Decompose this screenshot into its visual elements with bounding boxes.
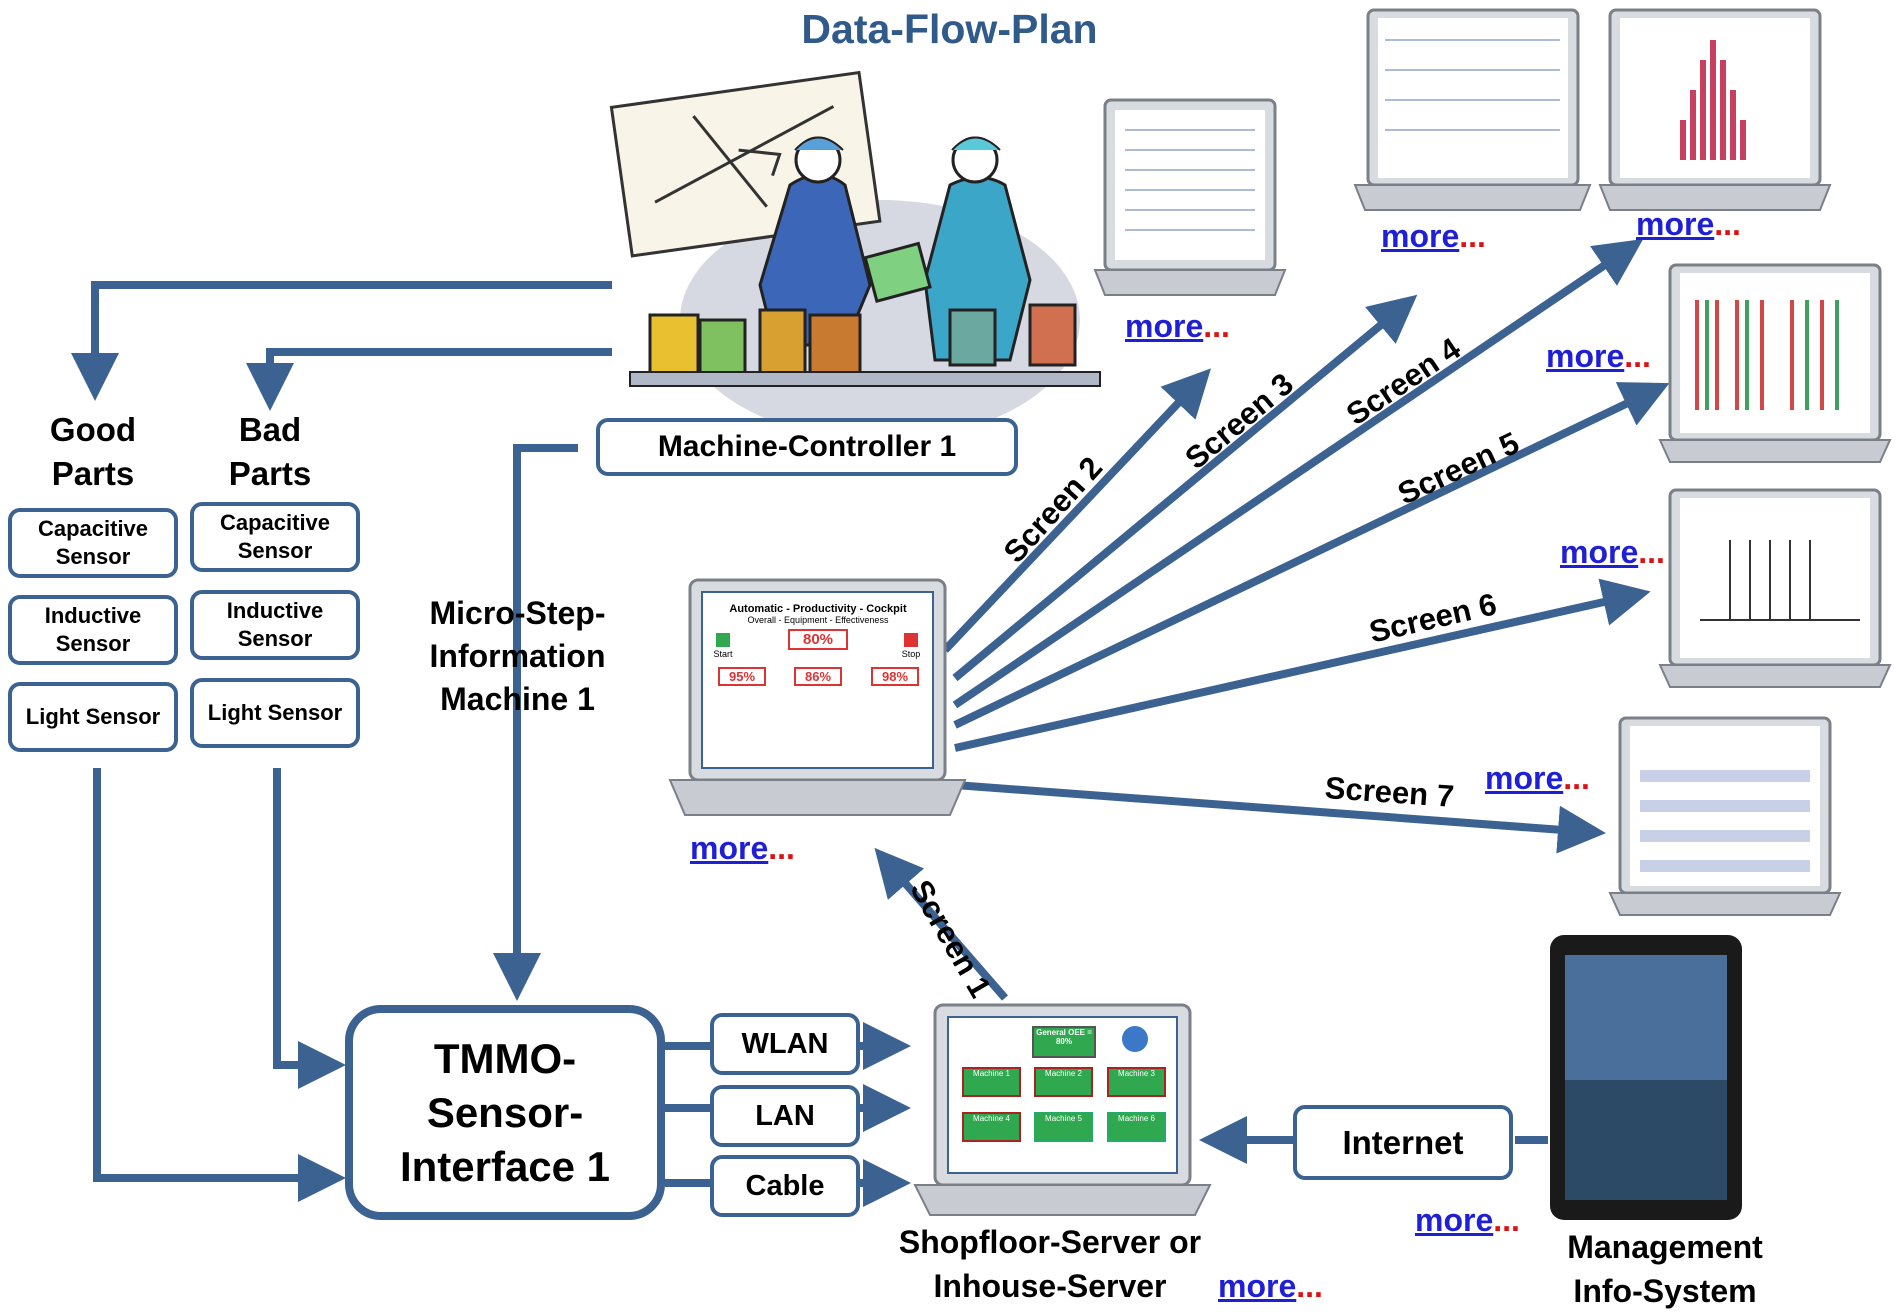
server-machine-6: Machine 6	[1107, 1112, 1166, 1142]
laptop-icon	[668, 578, 967, 816]
line-bad-tmmo	[273, 768, 346, 1089]
arrow-screen-3	[952, 294, 1418, 682]
micro-step-label: Micro-Step-Information Machine 1	[429, 595, 606, 717]
more-link[interactable]: more...	[1125, 308, 1230, 344]
arrow-screen-1	[874, 847, 1009, 1001]
cockpit-oee: 80%	[788, 629, 848, 650]
server-general-box: General OEE = 80%	[1032, 1026, 1096, 1058]
globe-icon	[1122, 1026, 1148, 1052]
cockpit-quality: 98%	[871, 667, 919, 686]
laptop-icon	[1658, 488, 1892, 688]
stop-indicator	[904, 633, 918, 647]
arrow-screen-7	[954, 781, 1606, 854]
cockpit-performance: 86%	[794, 667, 842, 686]
line-good-tmmo	[93, 768, 346, 1202]
start-label: Start	[713, 649, 733, 659]
more-link[interactable]: more...	[1415, 1202, 1520, 1238]
bad-capacitive-sensor: Capacitive Sensor	[190, 502, 360, 572]
cockpit-availability: 95%	[718, 667, 766, 686]
more-link[interactable]: more...	[1381, 218, 1486, 254]
laptop-icon	[1093, 98, 1287, 296]
server-label: Shopfloor-Server or Inhouse-Server	[898, 1224, 1202, 1304]
machine-controller-label: Machine-Controller 1	[657, 430, 957, 463]
lan-box: LAN	[710, 1085, 860, 1147]
server-machine-1: Machine 1	[962, 1067, 1021, 1097]
good-capacitive-sensor: Capacitive Sensor	[8, 508, 178, 578]
tmmo-sensor-interface: TMMO-Sensor-Interface 1	[345, 1005, 665, 1220]
line-machine-good	[71, 281, 612, 401]
internet-box: Internet	[1293, 1105, 1513, 1180]
bad-inductive-sensor: Inductive Sensor	[190, 590, 360, 660]
wlan-box: WLAN	[710, 1013, 860, 1075]
server-screen: General OEE = 80% Machine 1 Machine 2 Ma…	[952, 1022, 1172, 1170]
cockpit-subtitle: Overall - Equipment - Effectiveness	[747, 615, 889, 625]
more-link[interactable]: more...	[1636, 206, 1741, 242]
laptop-icon	[1658, 263, 1892, 463]
server-machine-2: Machine 2	[1034, 1067, 1093, 1097]
start-indicator	[716, 633, 730, 647]
page-title: Data-Flow-Plan	[801, 6, 1098, 52]
bad-parts-label: Bad Parts	[228, 411, 312, 492]
machine-controller-box: Machine-Controller 1	[596, 418, 1018, 476]
arrow-screen-6	[954, 578, 1651, 752]
stop-label: Stop	[901, 649, 921, 659]
laptop-icon	[1353, 8, 1592, 211]
good-inductive-sensor: Inductive Sensor	[8, 595, 178, 665]
more-link[interactable]: more...	[1485, 760, 1590, 796]
more-link[interactable]: more...	[1218, 1268, 1323, 1304]
more-link[interactable]: more...	[1560, 534, 1665, 570]
cable-box: Cable	[710, 1155, 860, 1217]
tablet-icon	[1550, 935, 1742, 1220]
mis-label: Management Info-System	[1567, 1229, 1763, 1309]
good-parts-label: Good Parts	[49, 411, 137, 492]
arrow-screen-2	[942, 368, 1211, 653]
arrow-screen-4	[952, 239, 1644, 709]
bad-light-sensor: Light Sensor	[190, 678, 360, 748]
cockpit-screen: Automatic - Productivity - Cockpit Overa…	[706, 597, 930, 765]
line-machine-bad	[246, 348, 612, 411]
more-link[interactable]: more...	[690, 830, 795, 866]
server-machine-5: Machine 5	[1034, 1112, 1093, 1142]
laptop-icon	[1608, 716, 1842, 916]
arrow-screen-5	[953, 382, 1670, 729]
more-link[interactable]: more...	[1546, 338, 1651, 374]
server-machine-4: Machine 4	[962, 1112, 1021, 1142]
server-machine-3: Machine 3	[1107, 1067, 1166, 1097]
line-controller-tmmo	[493, 444, 578, 1001]
cockpit-title: Automatic - Productivity - Cockpit	[729, 603, 907, 615]
good-light-sensor: Light Sensor	[8, 682, 178, 752]
